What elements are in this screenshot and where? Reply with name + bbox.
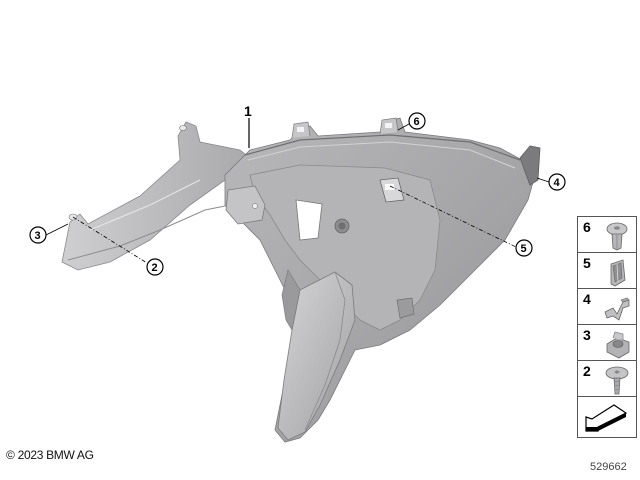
callout-3: 3 [29,226,47,244]
legend-number: 3 [583,327,591,343]
legend-item-2[interactable]: 2 [578,361,636,397]
legend-item-5[interactable]: 5 [578,253,636,289]
leader-line-3 [45,223,69,236]
diagram-id: 529662 [590,461,627,473]
callout-4: 4 [548,173,566,191]
legend-item-3[interactable]: 3 [578,325,636,361]
leader-line-6 [397,123,410,131]
legend-number: 2 [583,363,591,379]
position-arrow-cell [578,397,636,437]
leader-line-4 [536,177,550,183]
legend-number: 6 [583,219,591,235]
legend-item-4[interactable]: 4 [578,289,636,325]
part-1-main-body [224,117,541,443]
callout-6: 6 [408,112,426,130]
legend-number: 5 [583,255,591,271]
legend-item-6[interactable]: 6 [578,217,636,253]
spring-clip-icon [604,297,630,321]
svg-text:5: 5 [521,243,527,255]
position-arrow-icon [585,404,628,432]
part-1-left-arm [61,121,251,271]
svg-text:2: 2 [152,262,158,274]
callout-1: 1 [244,103,252,119]
svg-text:6: 6 [414,116,420,128]
leader-line-2 [72,216,148,264]
svg-text:4: 4 [554,177,561,189]
callout-5: 5 [515,239,533,257]
parts-legend: 6 5 4 3 2 [577,216,637,438]
legend-number: 4 [583,291,591,307]
leader-line-5 [389,185,517,248]
torx-screw-icon [605,366,629,395]
svg-text:3: 3 [35,230,41,242]
callout-2: 2 [146,258,164,276]
cage-nut-icon [606,331,630,359]
leader-lines [45,118,550,264]
expanding-rivet-icon [606,222,628,251]
clip-nut-icon [610,259,626,287]
copyright-text: © 2023 BMW AG [6,448,94,462]
